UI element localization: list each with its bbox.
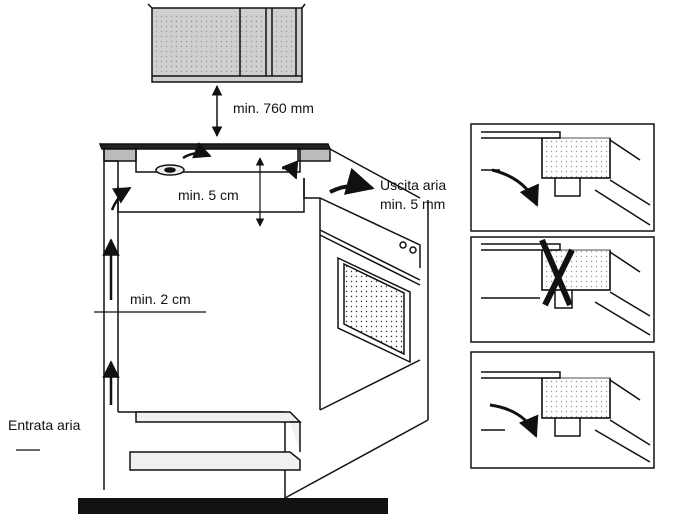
floor xyxy=(78,498,388,514)
wall-cabinet xyxy=(147,3,306,83)
detail-panel-wrong xyxy=(470,236,655,343)
label-min-760: min. 760 mm xyxy=(233,100,314,116)
detail-panel-correct-bottom xyxy=(470,351,655,469)
oven xyxy=(303,178,421,411)
plinth xyxy=(129,411,302,471)
detail-panel-correct-top xyxy=(470,123,655,232)
label-uscita-aria: Uscita aria xyxy=(380,177,446,193)
label-entrata-aria: Entrata aria xyxy=(8,417,81,433)
label-min-5cm: min. 5 cm xyxy=(178,187,239,203)
airflow-arrows xyxy=(102,142,375,405)
countertop xyxy=(98,143,421,199)
label-min-5mm: min. 5 mm xyxy=(380,196,445,212)
label-min-2cm: min. 2 cm xyxy=(130,291,191,307)
